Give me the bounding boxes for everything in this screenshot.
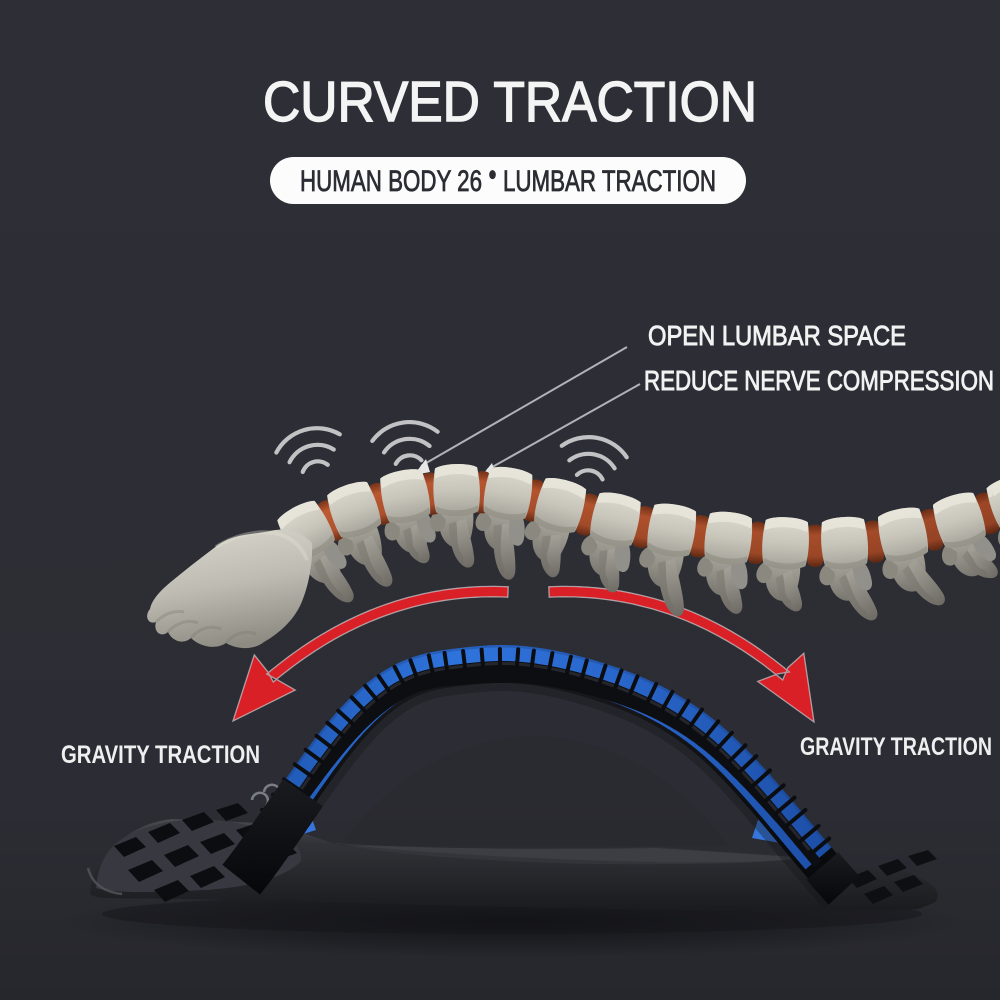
svg-text:CURVED TRACTION: CURVED TRACTION xyxy=(263,70,757,134)
svg-text:REDUCE NERVE COMPRESSION: REDUCE NERVE COMPRESSION xyxy=(644,365,994,396)
svg-text:OPEN LUMBAR SPACE: OPEN LUMBAR SPACE xyxy=(648,320,906,351)
svg-text:GRAVITY TRACTION: GRAVITY TRACTION xyxy=(800,733,992,761)
svg-text:GRAVITY TRACTION: GRAVITY TRACTION xyxy=(61,741,260,769)
svg-text:HUMAN BODY 26 ● LUMBAR TRACTIO: HUMAN BODY 26 ● LUMBAR TRACTION xyxy=(300,164,716,198)
